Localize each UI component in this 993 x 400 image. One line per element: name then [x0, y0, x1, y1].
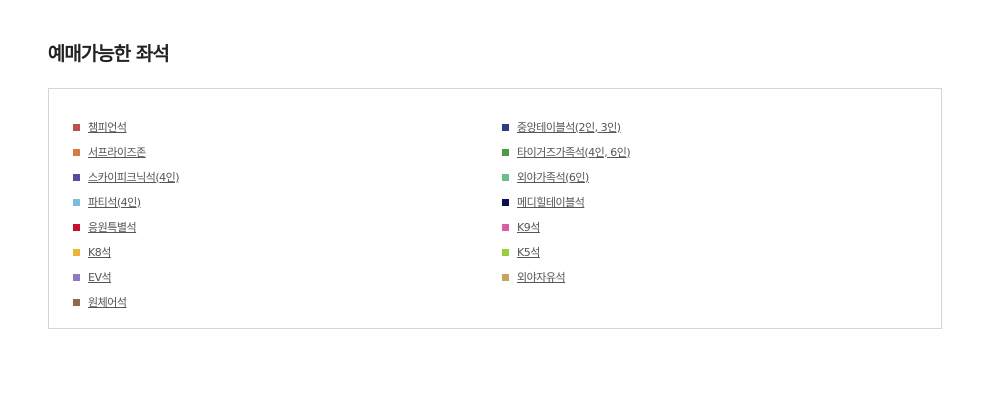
seat-color-swatch	[502, 174, 509, 181]
seat-link[interactable]: K9석	[517, 220, 540, 234]
seat-color-swatch	[73, 149, 80, 156]
seat-color-swatch	[73, 124, 80, 131]
seat-color-swatch	[73, 274, 80, 281]
seat-item: 중앙테이블석(2인, 3인)	[502, 115, 630, 140]
seat-link[interactable]: 챔피언석	[88, 120, 127, 134]
seat-link[interactable]: 타이거즈가족석(4인, 6인)	[517, 145, 631, 159]
seat-link[interactable]: 외야가족석(6인)	[517, 170, 589, 184]
seat-color-swatch	[73, 199, 80, 206]
seat-link[interactable]: K5석	[517, 245, 540, 259]
seat-link[interactable]: K8석	[88, 245, 111, 259]
seat-item: 메디힐테이블석	[502, 190, 630, 215]
seat-color-swatch	[73, 249, 80, 256]
seat-color-swatch	[73, 174, 80, 181]
seat-item: 파티석(4인)	[73, 190, 179, 215]
seat-item: K5석	[502, 240, 630, 265]
seat-color-swatch	[73, 224, 80, 231]
seat-item: K9석	[502, 215, 630, 240]
section-title: 예매가능한 좌석	[48, 43, 170, 65]
seat-color-swatch	[502, 149, 509, 156]
seat-link[interactable]: 메디힐테이블석	[517, 195, 585, 209]
seat-color-swatch	[502, 274, 509, 281]
seat-item: EV석	[73, 265, 179, 290]
seat-link[interactable]: 파티석(4인)	[88, 195, 141, 209]
seat-link[interactable]: 스카이피크닉석(4인)	[88, 170, 180, 184]
seat-item: 외야가족석(6인)	[502, 165, 630, 190]
seat-color-swatch	[502, 249, 509, 256]
seat-link[interactable]: 외야자유석	[517, 270, 566, 284]
seat-item: 타이거즈가족석(4인, 6인)	[502, 140, 631, 165]
seat-color-swatch	[502, 199, 509, 206]
seat-item: K8석	[73, 240, 179, 265]
seat-color-swatch	[502, 224, 509, 231]
seat-item: 응원특별석	[73, 215, 179, 240]
seat-item: 스카이피크닉석(4인)	[73, 165, 180, 190]
seat-color-swatch	[73, 299, 80, 306]
seat-link[interactable]: 원체어석	[88, 295, 127, 309]
seat-item: 외야자유석	[502, 265, 630, 290]
seat-item: 서프라이즈존	[73, 140, 179, 165]
seat-link[interactable]: 서프라이즈존	[88, 145, 146, 159]
seat-link[interactable]: EV석	[88, 270, 112, 284]
seat-item: 챔피언석	[73, 115, 179, 140]
seat-item: 원체어석	[73, 290, 179, 315]
seat-color-swatch	[502, 124, 509, 131]
seat-link[interactable]: 중앙테이블석(2인, 3인)	[517, 120, 621, 134]
seat-link[interactable]: 응원특별석	[88, 220, 137, 234]
seat-list-right: 중앙테이블석(2인, 3인) 타이거즈가족석(4인, 6인) 외야가족석(6인) 메디…	[502, 115, 631, 290]
